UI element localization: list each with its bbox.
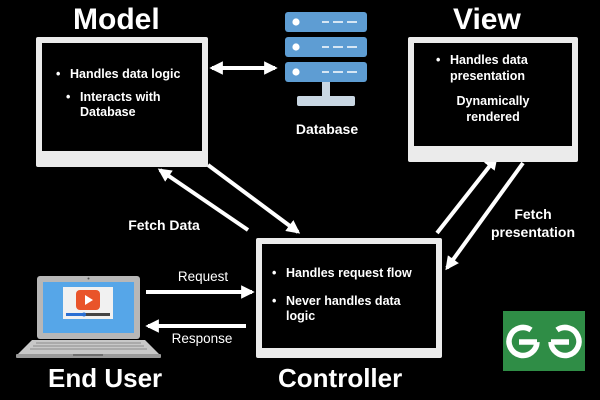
database-label: Database bbox=[295, 121, 359, 137]
controller-screen: Handles request flow Never handles data … bbox=[262, 244, 436, 348]
controller-to-model-arrow bbox=[157, 168, 250, 232]
view-extra-text: Dynamically rendered bbox=[456, 94, 530, 124]
model-box: Handles data logic Interacts with Databa… bbox=[36, 37, 208, 167]
database-icon bbox=[285, 12, 367, 106]
model-to-controller-arrow bbox=[206, 163, 301, 234]
fetch-presentation-label: Fetch presentation bbox=[490, 206, 575, 240]
request-label: Request bbox=[177, 269, 229, 284]
model-point: Handles data logic bbox=[56, 67, 194, 83]
view-to-controller-arrow bbox=[445, 161, 525, 271]
end-user-title: End User bbox=[48, 363, 163, 393]
response-label: Response bbox=[171, 331, 233, 346]
controller-to-view-arrow bbox=[435, 155, 498, 235]
fetch-data-label: Fetch Data bbox=[128, 217, 200, 233]
model-title: Model bbox=[73, 3, 160, 36]
view-point: Handles data presentation bbox=[436, 53, 566, 84]
view-screen: Handles data presentation Dynamically re… bbox=[414, 43, 572, 146]
controller-point: Handles request flow bbox=[272, 266, 430, 282]
model-screen: Handles data logic Interacts with Databa… bbox=[42, 43, 202, 151]
controller-title: Controller bbox=[278, 363, 403, 393]
geeksforgeeks-logo bbox=[503, 311, 585, 371]
view-box: Handles data presentation Dynamically re… bbox=[408, 37, 578, 162]
laptop-icon bbox=[16, 276, 161, 358]
view-title: View bbox=[453, 3, 521, 36]
model-point: Interacts with Database bbox=[66, 90, 194, 121]
controller-box: Handles request flow Never handles data … bbox=[256, 238, 442, 358]
controller-point: Never handles data logic bbox=[272, 294, 430, 325]
